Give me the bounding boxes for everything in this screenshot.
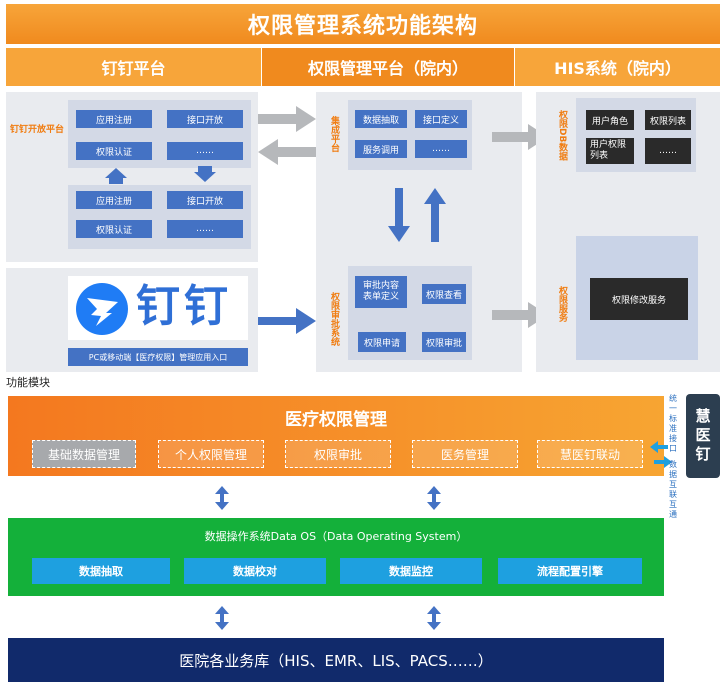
side-note-bottom: 数据互联互通 <box>669 460 677 519</box>
double-arrow-icon <box>215 486 229 514</box>
grid-item: 权限查看 <box>422 284 466 304</box>
arrow-left-grey <box>258 139 316 169</box>
grid-item: …… <box>645 138 691 164</box>
dingtalk-entry-caption: PC或移动端【医疗权限】管理应用入口 <box>68 348 248 366</box>
grid-item: …… <box>415 140 467 158</box>
dingtalk-open-label: 钉钉开放平台 <box>10 125 65 135</box>
grid-item: …… <box>167 142 243 160</box>
hospital-business-db: 医院各业务库（HIS、EMR、LIS、PACS……） <box>8 638 664 682</box>
grid-item: 权限列表 <box>645 110 691 130</box>
grid-item: 权限认证 <box>76 142 152 160</box>
arrow-down-icon <box>194 172 216 182</box>
side-note-top: 统一标准接口 <box>669 394 677 453</box>
button-medical-affairs[interactable]: 医务管理 <box>412 440 518 468</box>
double-arrow-icon <box>427 486 441 514</box>
arrow-up-blue <box>424 188 446 246</box>
permission-db-label: 权限DB数据 <box>557 110 567 161</box>
arrow-right-grey <box>258 106 316 136</box>
grid-item: 接口定义 <box>415 110 467 128</box>
button-huiyiding-linkage[interactable]: 慧医钉联动 <box>537 440 643 468</box>
diagram-title: 权限管理系统功能架构 <box>6 4 720 44</box>
dingtalk-logo-icon <box>74 282 130 340</box>
integration-platform-label: 集成平台 <box>329 116 339 152</box>
header-his: HIS系统（院内） <box>515 48 720 86</box>
button-data-extract[interactable]: 数据抽取 <box>32 558 170 584</box>
button-data-verify[interactable]: 数据校对 <box>184 558 326 584</box>
arrow-right-blue <box>258 308 316 338</box>
permission-modify-service: 权限修改服务 <box>590 278 688 320</box>
medical-permission-title: 医疗权限管理 <box>285 409 387 430</box>
arrow-right-grey <box>492 302 548 332</box>
double-arrow-icon <box>427 606 441 634</box>
grid-item: 权限审批 <box>422 332 466 352</box>
arrow-right-grey <box>492 124 548 154</box>
arrow-down-blue <box>388 188 410 246</box>
function-module-label: 功能模块 <box>6 376 50 389</box>
grid-item: 审批内容表单定义 <box>355 276 407 308</box>
button-data-monitor[interactable]: 数据监控 <box>340 558 482 584</box>
bidirectional-arrows <box>650 440 672 474</box>
header-dingtalk: 钉钉平台 <box>6 48 261 86</box>
grid-item: 用户角色 <box>586 110 634 130</box>
arrow-down-stem <box>198 166 212 172</box>
grid-item: 数据抽取 <box>355 110 407 128</box>
grid-item: 接口开放 <box>167 191 243 209</box>
grid-item: 权限认证 <box>76 220 152 238</box>
grid-item: 应用注册 <box>76 110 152 128</box>
grid-item: …… <box>167 220 243 238</box>
arrow-up-stem <box>109 178 123 184</box>
grid-item: 应用注册 <box>76 191 152 209</box>
huiyiding-box: 慧医钉 <box>686 394 720 478</box>
button-personal-permission[interactable]: 个人权限管理 <box>158 440 264 468</box>
double-arrow-icon <box>215 606 229 634</box>
grid-item: 服务调用 <box>355 140 407 158</box>
arrow-up-icon <box>105 168 127 178</box>
button-process-engine[interactable]: 流程配置引擎 <box>498 558 642 584</box>
grid-item: 用户权限列表 <box>586 138 634 164</box>
button-permission-approval[interactable]: 权限审批 <box>285 440 391 468</box>
header-permission-platform: 权限管理平台（院内） <box>262 48 514 86</box>
approval-system-label: 权限审批系统 <box>329 292 339 346</box>
button-basic-data[interactable]: 基础数据管理 <box>32 440 136 468</box>
dingtalk-logo-text: 钉钉 <box>136 281 232 332</box>
grid-item: 权限申请 <box>358 332 406 352</box>
data-os-title: 数据操作系统Data OS（Data Operating System） <box>204 530 468 543</box>
permission-service-label: 权限服务 <box>557 286 567 322</box>
grid-item: 接口开放 <box>167 110 243 128</box>
